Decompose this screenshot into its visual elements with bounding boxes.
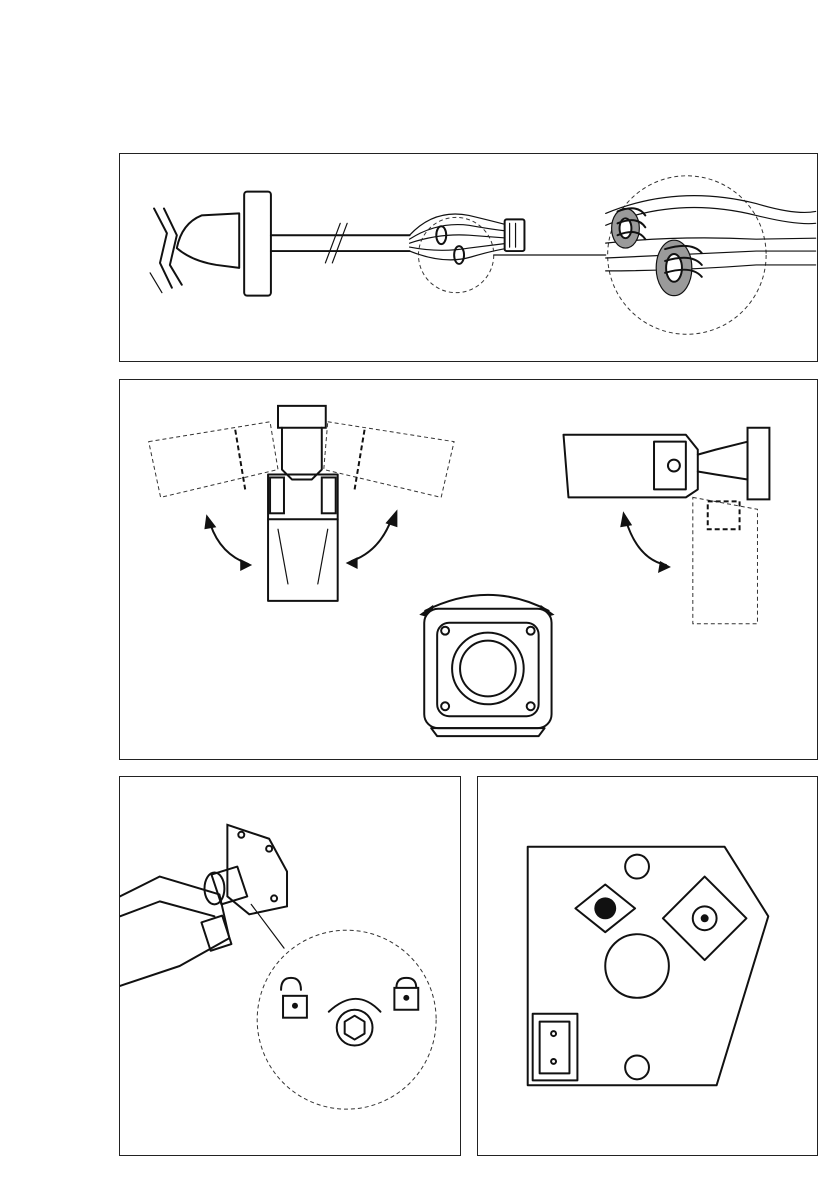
unlocked-padlock-icon (281, 978, 307, 1018)
adjustment-range-panel (119, 379, 818, 760)
board-layout-panel (477, 776, 818, 1156)
board-outline (528, 847, 769, 1086)
cable-ferrite-panel (119, 153, 818, 362)
center-mount-plate (278, 406, 326, 428)
tilt-rotation-arrow-icon (352, 519, 392, 561)
cable-ferrite-diagram (120, 154, 817, 361)
camera-mount-icon (177, 213, 239, 267)
tilt-ghost-down (693, 497, 758, 623)
locked-padlock-icon (394, 978, 418, 1010)
joystick-button-icon (575, 884, 635, 932)
wall-plate (244, 192, 271, 296)
lock-screw-panel (119, 776, 461, 1156)
center-hole (605, 934, 669, 998)
board-layout-diagram (478, 777, 817, 1155)
connector-port-icon (533, 1014, 578, 1081)
pan-rotation-arrow-icon (210, 524, 248, 564)
mounting-hole-icon (625, 855, 649, 879)
detail-callout-circle (418, 217, 493, 292)
camera-body (120, 877, 229, 986)
tilt-ghost-right (324, 422, 454, 498)
tilt-ghost-left (149, 422, 278, 498)
adjustment-range-diagram (120, 380, 817, 759)
lock-screw-diagram (120, 777, 460, 1155)
side-wall-plate (748, 428, 770, 500)
camera-body-side (563, 435, 697, 498)
hex-screw-icon (329, 999, 381, 1046)
mount-plate (227, 825, 287, 914)
connector-icon (505, 219, 525, 251)
